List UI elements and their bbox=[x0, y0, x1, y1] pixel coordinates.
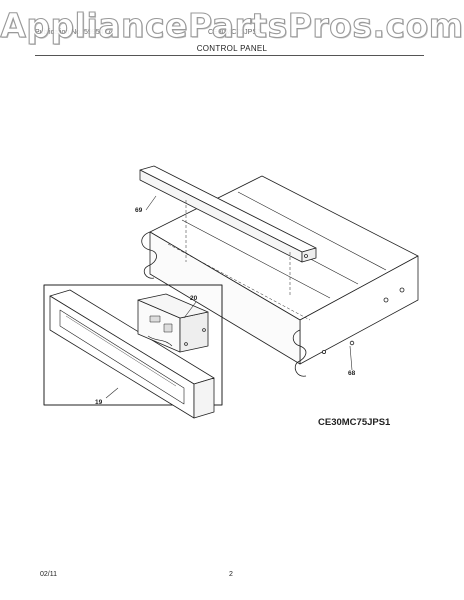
model-number: CE30MC75JPS1 bbox=[318, 417, 391, 428]
callout-69: 69 bbox=[135, 207, 143, 214]
watermark: AppliancePartsPros.com bbox=[0, 5, 464, 45]
control-panel bbox=[49, 289, 215, 419]
section-title: CONTROL PANEL bbox=[196, 44, 268, 53]
header-model: CE30MC75JPS1 bbox=[208, 29, 261, 36]
publication-number: Publication No. 5995477 bbox=[35, 29, 112, 36]
footer-date: 02/11 bbox=[40, 571, 57, 578]
header-rule bbox=[35, 55, 424, 56]
control-board bbox=[137, 293, 209, 353]
top-trim bbox=[139, 165, 317, 296]
callout-68: 68 bbox=[348, 370, 356, 377]
leader-lines bbox=[105, 195, 353, 399]
callout-20: 20 bbox=[190, 295, 198, 302]
inset-frame bbox=[43, 284, 223, 406]
callout-19: 19 bbox=[95, 399, 103, 406]
footer-page-number: 2 bbox=[229, 571, 233, 578]
